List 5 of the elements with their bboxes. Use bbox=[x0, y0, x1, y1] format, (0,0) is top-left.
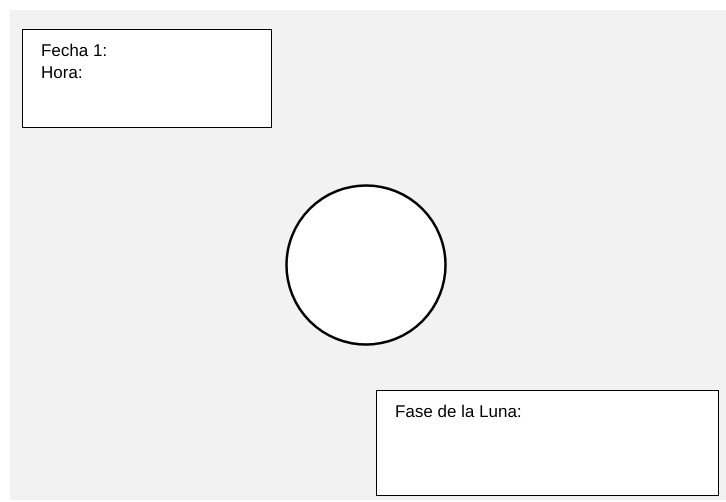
text-box bbox=[376, 390, 719, 496]
field-label: Fecha 1: bbox=[41, 40, 108, 62]
field-label: Hora: bbox=[41, 62, 84, 84]
text-box bbox=[22, 29, 272, 128]
field-label: Fase de la Luna: bbox=[395, 401, 523, 423]
